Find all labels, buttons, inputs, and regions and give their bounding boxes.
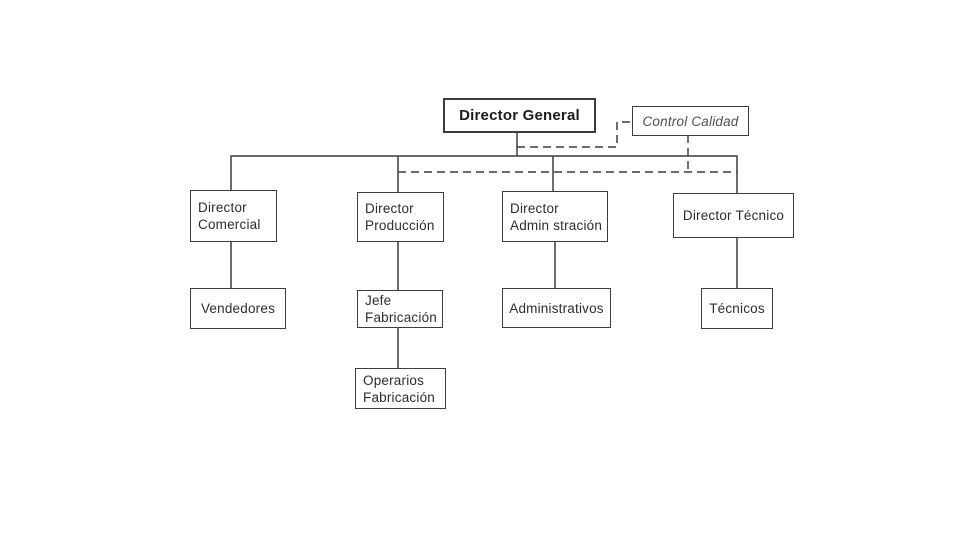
node-operarios-fabricacion: Operarios Fabricación <box>355 368 446 409</box>
node-label-line2: Producción <box>365 218 435 233</box>
node-label-line1: Director <box>510 200 559 216</box>
node-label-line1: Director <box>365 201 414 216</box>
node-director-produccion: Director Producción <box>357 192 444 242</box>
node-label: Administrativos <box>509 300 604 316</box>
node-director-administracion: Director Admin stración <box>502 191 608 242</box>
node-label: Vendedores <box>200 301 276 316</box>
node-director-tecnico: Director Técnico <box>673 193 794 238</box>
node-label-line2: Fabricación <box>363 389 435 405</box>
node-label-line2: Fabricación <box>365 310 437 325</box>
node-tecnicos: Técnicos <box>701 288 773 329</box>
node-label-line1: Operarios <box>363 372 425 388</box>
node-administrativos: Administrativos <box>502 288 611 328</box>
node-label-line1: Jefe <box>365 293 392 308</box>
node-director-general: Director General <box>443 98 596 133</box>
node-jefe-fabricacion: Jefe Fabricación <box>357 290 443 328</box>
node-control-calidad: Control Calidad <box>632 106 749 136</box>
node-label: Director Técnico <box>682 208 785 223</box>
node-label-line1: Director <box>198 200 247 215</box>
node-director-comercial: Director Comercial <box>190 190 277 242</box>
node-vendedores: Vendedores <box>190 288 286 329</box>
edge-general-controlcalidad <box>517 121 632 148</box>
edge-main-bus <box>230 155 738 193</box>
node-label-line2: Admin stración <box>510 217 603 233</box>
node-label: Director General <box>459 107 580 124</box>
node-label: Control Calidad <box>642 113 739 129</box>
node-label: Técnicos <box>709 301 765 316</box>
node-label-line2: Comercial <box>198 217 261 232</box>
